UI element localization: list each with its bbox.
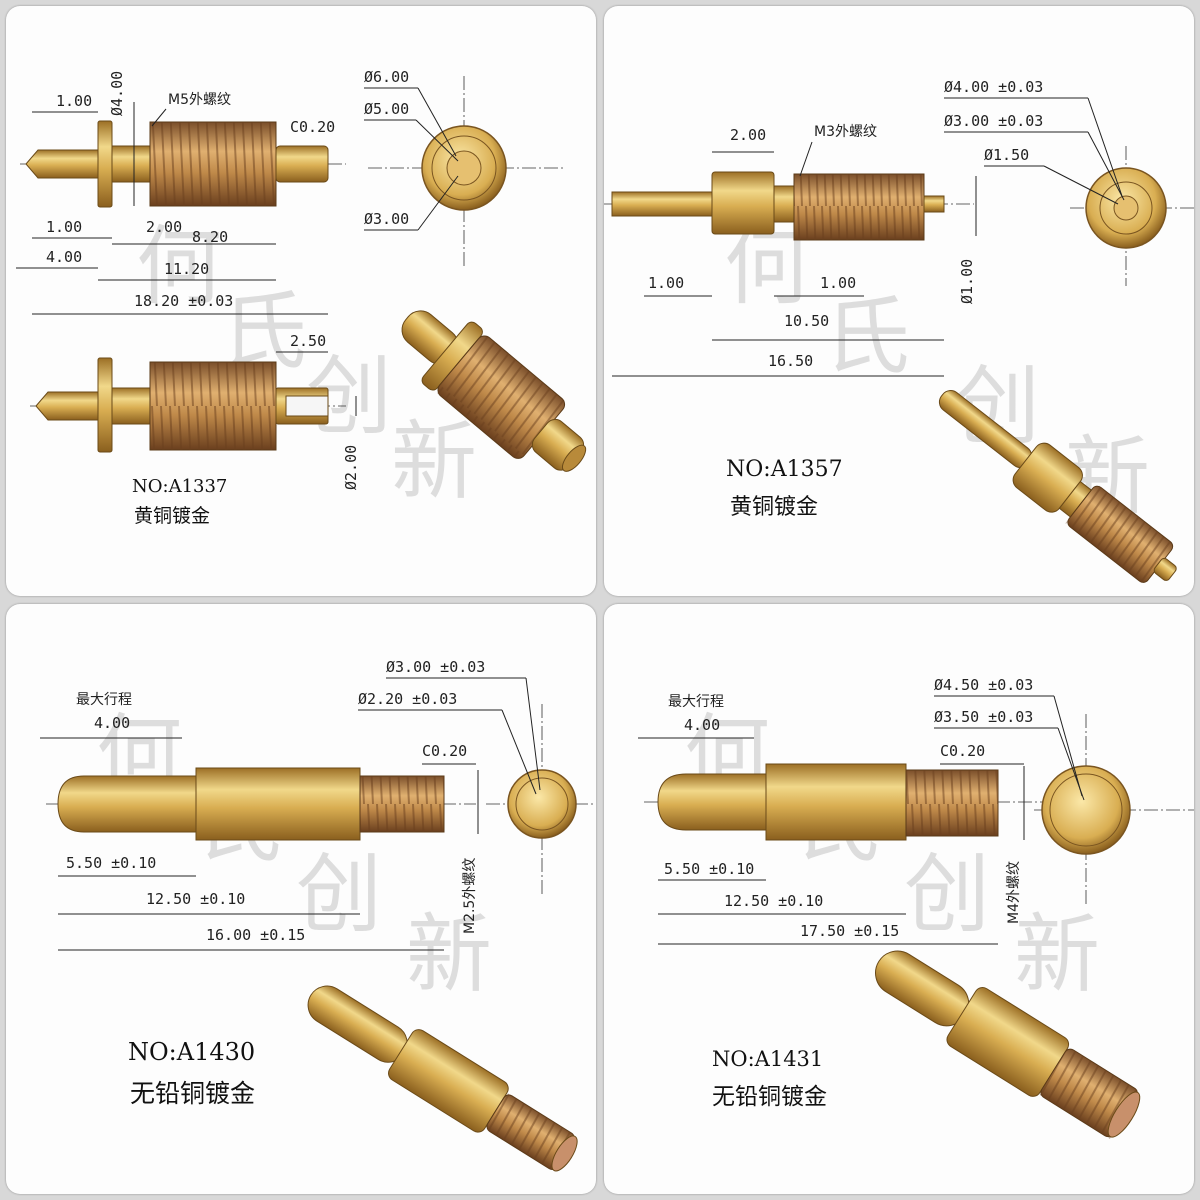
svg-text:Ø4.00: Ø4.00 (108, 71, 126, 116)
svg-text:17.50 ±0.15: 17.50 ±0.15 (800, 922, 899, 940)
section-view-a1337: 2.50 Ø2.00 (30, 332, 360, 490)
part-number-a1431: NO:A1431 (712, 1047, 823, 1071)
part-number-a1430: NO:A1430 (128, 1038, 255, 1066)
drawing-a1357: 何 氏 创 新 2.00 M3外螺纹 1.00 1.00 10.50 16.50… (604, 78, 1194, 585)
svg-text:Ø1.50: Ø1.50 (984, 146, 1029, 164)
end-view-a1337: Ø6.00 Ø5.00 Ø3.00 (364, 68, 566, 268)
material-a1430: 无铅铜镀金 (130, 1079, 255, 1108)
svg-text:5.50 ±0.10: 5.50 ±0.10 (66, 854, 156, 872)
svg-text:新: 新 (391, 412, 477, 512)
svg-text:Ø4.50 ±0.03: Ø4.50 ±0.03 (934, 676, 1033, 694)
panel-a1431: 何 氏 创 新 最大行程 4.00 5.50 ±0.10 12.50 ±0.10… (604, 604, 1194, 1194)
svg-text:2.00: 2.00 (146, 218, 182, 236)
svg-text:最大行程: 最大行程 (668, 694, 724, 710)
svg-text:5.50 ±0.10: 5.50 ±0.10 (664, 860, 754, 878)
svg-text:C0.20: C0.20 (290, 118, 335, 136)
side-view-a1337 (20, 120, 346, 208)
drawing-a1431: 何 氏 创 新 最大行程 4.00 5.50 ±0.10 12.50 ±0.10… (638, 676, 1194, 1139)
svg-text:Ø1.00: Ø1.00 (958, 259, 976, 304)
part-number-a1337: NO:A1337 (132, 476, 227, 497)
svg-text:Ø3.50 ±0.03: Ø3.50 ±0.03 (934, 708, 1033, 726)
svg-text:4.00: 4.00 (684, 716, 720, 734)
svg-text:Ø4.00 ±0.03: Ø4.00 ±0.03 (944, 78, 1043, 96)
svg-text:10.50: 10.50 (784, 312, 829, 330)
render-a1337 (401, 310, 587, 472)
svg-text:1.00: 1.00 (46, 218, 82, 236)
svg-text:1.00: 1.00 (820, 274, 856, 292)
side-view-a1357 (604, 171, 974, 241)
svg-text:4.00: 4.00 (94, 714, 130, 732)
svg-text:18.20 ±0.03: 18.20 ±0.03 (134, 292, 233, 310)
svg-text:Ø6.00: Ø6.00 (364, 68, 409, 86)
svg-text:Ø5.00: Ø5.00 (364, 100, 409, 118)
panel-a1357: 何 氏 创 新 2.00 M3外螺纹 1.00 1.00 10.50 16.50… (604, 6, 1194, 596)
svg-text:何: 何 (136, 217, 222, 317)
svg-text:2.00: 2.00 (730, 126, 766, 144)
render-a1430 (307, 985, 578, 1172)
end-view-a1357: Ø4.00 ±0.03 Ø3.00 ±0.03 Ø1.50 (944, 78, 1194, 286)
svg-text:M4外螺纹: M4外螺纹 (1006, 861, 1022, 924)
svg-text:创: 创 (904, 845, 990, 945)
svg-text:Ø2.20 ±0.03: Ø2.20 ±0.03 (358, 690, 457, 708)
material-a1431: 无铅铜镀金 (712, 1084, 827, 1110)
render-a1357 (938, 390, 1177, 585)
svg-text:Ø2.00: Ø2.00 (342, 445, 360, 490)
svg-text:16.00 ±0.15: 16.00 ±0.15 (206, 926, 305, 944)
svg-text:12.50 ±0.10: 12.50 ±0.10 (146, 890, 245, 908)
svg-text:Ø3.00 ±0.03: Ø3.00 ±0.03 (386, 658, 485, 676)
svg-text:M5外螺纹: M5外螺纹 (168, 92, 231, 108)
svg-text:12.50 ±0.10: 12.50 ±0.10 (724, 892, 823, 910)
svg-text:M2.5外螺纹: M2.5外螺纹 (462, 858, 478, 934)
part-number-a1357: NO:A1357 (726, 457, 843, 482)
svg-text:C0.20: C0.20 (422, 742, 467, 760)
svg-text:最大行程: 最大行程 (76, 692, 132, 708)
side-view-a1431 (644, 763, 1044, 841)
svg-text:11.20: 11.20 (164, 260, 209, 278)
svg-text:16.50: 16.50 (768, 352, 813, 370)
end-view-a1431: Ø4.50 ±0.03 Ø3.50 ±0.03 (934, 676, 1194, 904)
svg-text:创: 创 (296, 845, 382, 945)
dimensions-side-a1337: 1.00 Ø4.00 M5外螺纹 C0.20 1.00 2.00 8.20 4.… (16, 71, 335, 315)
drawing-a1430: 何 氏 创 新 最大行程 4.00 5.50 ±0.10 12.50 ±0.10… (40, 658, 596, 1172)
svg-text:8.20: 8.20 (192, 228, 228, 246)
svg-text:1.00: 1.00 (56, 92, 92, 110)
svg-text:4.00: 4.00 (46, 248, 82, 266)
side-view-a1430 (46, 767, 476, 841)
svg-text:新: 新 (1014, 905, 1100, 1005)
svg-text:氏: 氏 (824, 287, 910, 387)
drawing-a1337: 何 氏 创 新 1.00 Ø4.00 M5外螺纹 C0.20 1.00 2.00… (16, 68, 587, 527)
dimensions-side-a1357: 2.00 M3外螺纹 1.00 1.00 10.50 16.50 Ø1.00 (612, 124, 977, 377)
dimensions-side-a1431: 最大行程 4.00 5.50 ±0.10 12.50 ±0.10 17.50 ±… (638, 694, 1025, 945)
panel-a1337: 何 氏 创 新 1.00 Ø4.00 M5外螺纹 C0.20 1.00 2.00… (6, 6, 596, 596)
svg-text:Ø3.00 ±0.03: Ø3.00 ±0.03 (944, 112, 1043, 130)
svg-text:Ø3.00: Ø3.00 (364, 210, 409, 228)
watermark: 何 氏 创 新 (136, 217, 477, 512)
end-view-a1430: Ø3.00 ±0.03 Ø2.20 ±0.03 (358, 658, 596, 894)
svg-text:C0.20: C0.20 (940, 742, 985, 760)
svg-text:新: 新 (406, 905, 492, 1005)
material-a1357: 黄铜镀金 (730, 495, 818, 520)
render-a1431 (875, 950, 1141, 1139)
panel-a1430: 何 氏 创 新 最大行程 4.00 5.50 ±0.10 12.50 ±0.10… (6, 604, 596, 1194)
svg-text:1.00: 1.00 (648, 274, 684, 292)
svg-text:2.50: 2.50 (290, 332, 326, 350)
material-a1337: 黄铜镀金 (134, 505, 210, 527)
dimensions-side-a1430: 最大行程 4.00 5.50 ±0.10 12.50 ±0.10 16.00 ±… (40, 692, 479, 951)
svg-text:M3外螺纹: M3外螺纹 (814, 124, 877, 140)
